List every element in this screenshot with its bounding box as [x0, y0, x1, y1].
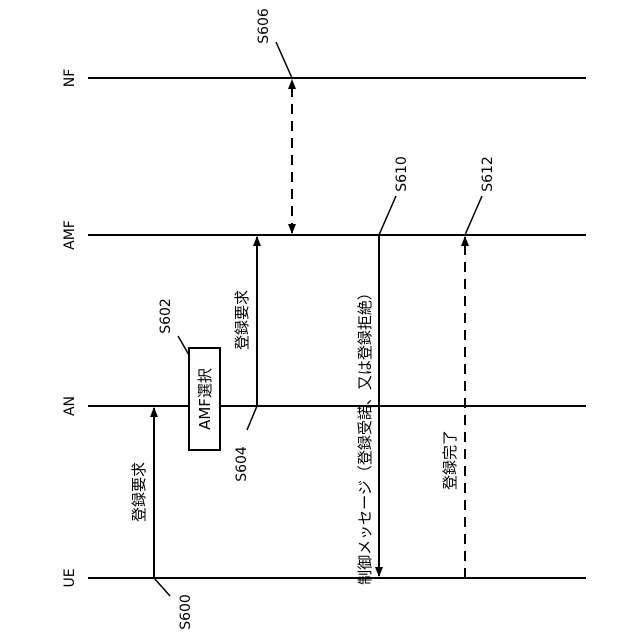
control-message-label: 制御メッセージ（登録受諾、又は登録拒絶）: [356, 285, 374, 585]
s610-leader: [379, 196, 396, 235]
s600-leader: [154, 578, 170, 596]
s602-label: S602: [158, 298, 174, 334]
reg-complete-label: 登録完了: [441, 430, 459, 490]
ue-label: UE: [62, 568, 78, 587]
s610-label: S610: [394, 156, 410, 192]
nf-label: NF: [62, 69, 78, 88]
s606-label: S606: [256, 8, 272, 44]
s602-leader: [178, 336, 189, 355]
an-label: AN: [62, 396, 78, 416]
reg-request-an-amf-label: 登録要求: [233, 290, 251, 350]
s612-leader: [465, 196, 482, 235]
amf-label: AMF: [62, 220, 78, 250]
s604-leader: [247, 406, 257, 430]
s604-label: S604: [234, 446, 250, 482]
reg-request-ue-an-label: 登録要求: [130, 462, 148, 522]
amf-select-label: AMF選択: [196, 368, 214, 430]
s606-leader: [276, 42, 292, 78]
s600-label: S600: [178, 594, 194, 630]
s612-label: S612: [480, 156, 496, 192]
